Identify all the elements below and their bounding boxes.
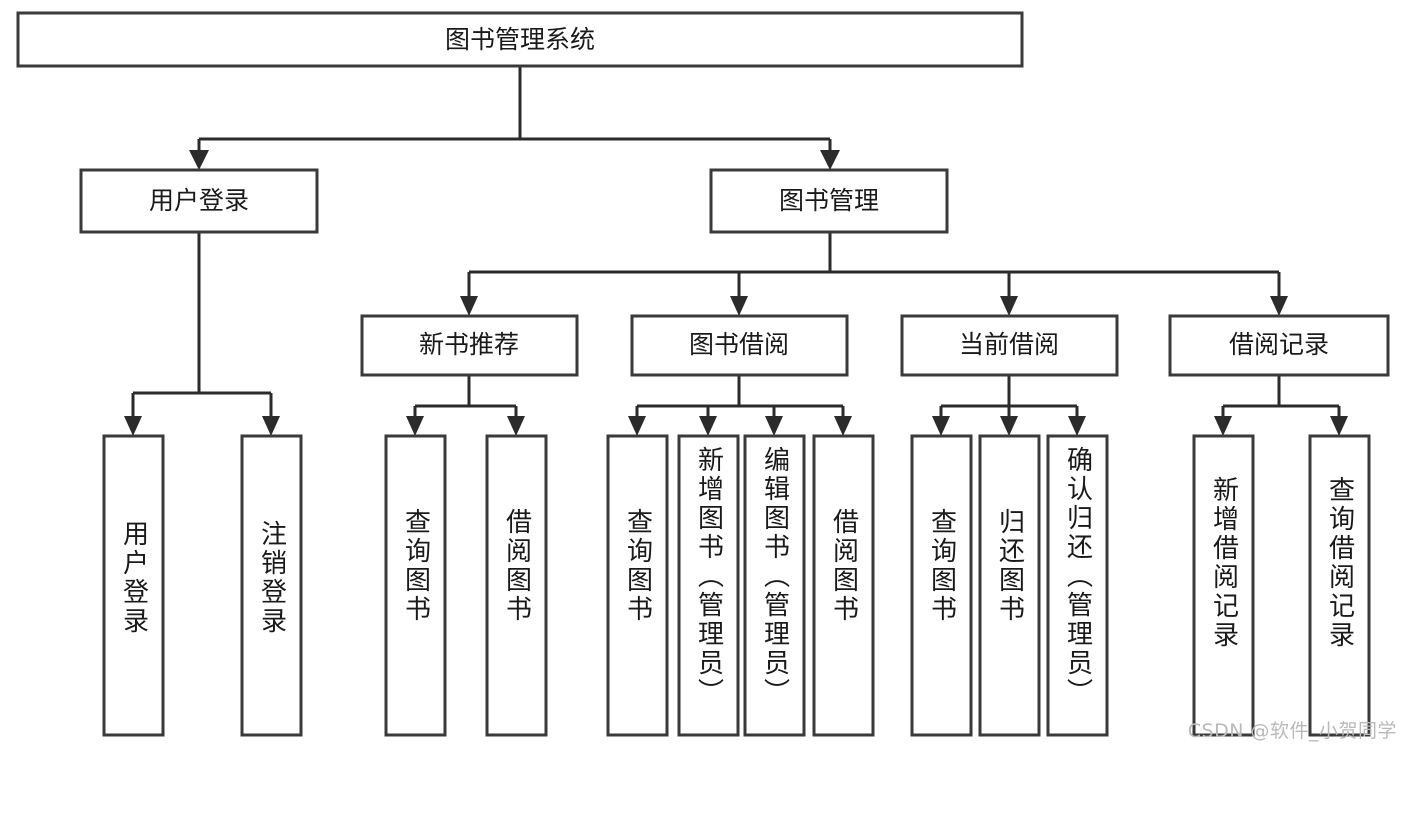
- arrow-head-icon: [1000, 296, 1018, 316]
- diagram-canvas-container: 图书管理系统 用户登录 图书管理 新书推荐 图书借阅 当前借阅 借阅记录: [16, 11, 1397, 742]
- node-new-book-recommend-box: [360, 314, 579, 377]
- arrow-head-icon: [189, 150, 209, 170]
- leaf-boxes-current-borrow: [910, 434, 1109, 737]
- leaf-box-return-book[interactable]: [978, 434, 1041, 737]
- arrow-head-icon: [699, 416, 717, 436]
- leaf-box-borrow-book-2[interactable]: [812, 434, 875, 737]
- connectors-borrowrecords-to-leaves: [1214, 375, 1348, 436]
- arrow-head-icon: [406, 416, 424, 436]
- arrow-head-icon: [932, 416, 950, 436]
- arrow-head-icon: [628, 416, 646, 436]
- leaf-box-borrow-book-1[interactable]: [485, 434, 548, 737]
- node-current-borrow-box: [900, 314, 1119, 377]
- leaf-box-query-book-2[interactable]: [606, 434, 669, 737]
- leaf-boxes-user-login: [102, 434, 303, 737]
- leaf-box-query-book-3[interactable]: [910, 434, 973, 737]
- node-new-book-recommend[interactable]: 新书推荐: [360, 314, 579, 377]
- arrow-head-icon: [1270, 296, 1288, 316]
- node-book-management[interactable]: 图书管理: [709, 168, 949, 234]
- connectors-currentborrow-to-leaves: [932, 375, 1086, 436]
- leaf-box-logout[interactable]: [240, 434, 303, 737]
- leaf-box-edit-book-admin[interactable]: [743, 434, 806, 737]
- node-root-box: [16, 11, 1024, 68]
- arrow-head-icon: [1000, 416, 1018, 436]
- connectors-root-to-level1: [189, 66, 840, 170]
- node-root-book-management-system[interactable]: 图书管理系统: [16, 11, 1024, 68]
- node-book-borrow-box: [630, 314, 849, 377]
- connectors-bookborrow-to-leaves: [628, 375, 852, 436]
- node-borrow-records[interactable]: 借阅记录: [1168, 314, 1390, 377]
- leaf-boxes-book-borrow: [606, 434, 875, 737]
- connectors-bookmgmt-to-level2: [460, 232, 1288, 316]
- arrow-head-icon: [834, 416, 852, 436]
- arrow-head-icon: [1068, 416, 1086, 436]
- leaf-boxes-borrow-records: [1192, 434, 1371, 737]
- node-book-management-label: 图书管理: [779, 186, 879, 215]
- arrow-head-icon: [460, 296, 478, 316]
- arrow-head-icon: [765, 416, 783, 436]
- node-book-management-box: [709, 168, 949, 234]
- arrow-head-icon: [1214, 416, 1232, 436]
- node-current-borrow[interactable]: 当前借阅: [900, 314, 1119, 377]
- connectors-userlogin-to-leaves: [124, 232, 280, 436]
- node-borrow-records-box: [1168, 314, 1390, 377]
- leaf-box-user-login[interactable]: [102, 434, 165, 737]
- node-current-borrow-label: 当前借阅: [959, 330, 1059, 359]
- node-user-login[interactable]: 用户登录: [79, 168, 319, 234]
- arrow-head-icon: [730, 296, 748, 316]
- node-book-borrow-label: 图书借阅: [689, 330, 789, 359]
- node-root-label: 图书管理系统: [445, 25, 595, 54]
- org-chart-svg: 图书管理系统 用户登录 图书管理 新书推荐 图书借阅 当前借阅 借阅记录: [16, 11, 1390, 737]
- leaf-boxes-new-book-recommend: [384, 434, 548, 737]
- node-user-login-label: 用户登录: [149, 186, 249, 215]
- arrow-head-icon: [1330, 416, 1348, 436]
- csdn-watermark: CSDN @软件_小贺同学: [1187, 720, 1397, 742]
- leaf-box-query-borrow-record[interactable]: [1308, 434, 1371, 737]
- arrow-head-icon: [262, 416, 280, 436]
- leaf-box-confirm-return-admin[interactable]: [1046, 434, 1109, 737]
- connectors-newbooks-to-leaves: [406, 375, 525, 436]
- leaf-box-add-book-admin[interactable]: [677, 434, 740, 737]
- node-user-login-box: [79, 168, 319, 234]
- node-new-book-recommend-label: 新书推荐: [419, 330, 519, 359]
- node-borrow-records-label: 借阅记录: [1229, 330, 1329, 359]
- arrow-head-icon: [124, 416, 142, 436]
- leaf-box-query-book-1[interactable]: [384, 434, 447, 737]
- node-book-borrow[interactable]: 图书借阅: [630, 314, 849, 377]
- arrow-head-icon: [507, 416, 525, 436]
- arrow-head-icon: [820, 150, 840, 170]
- leaf-box-add-borrow-record[interactable]: [1192, 434, 1255, 737]
